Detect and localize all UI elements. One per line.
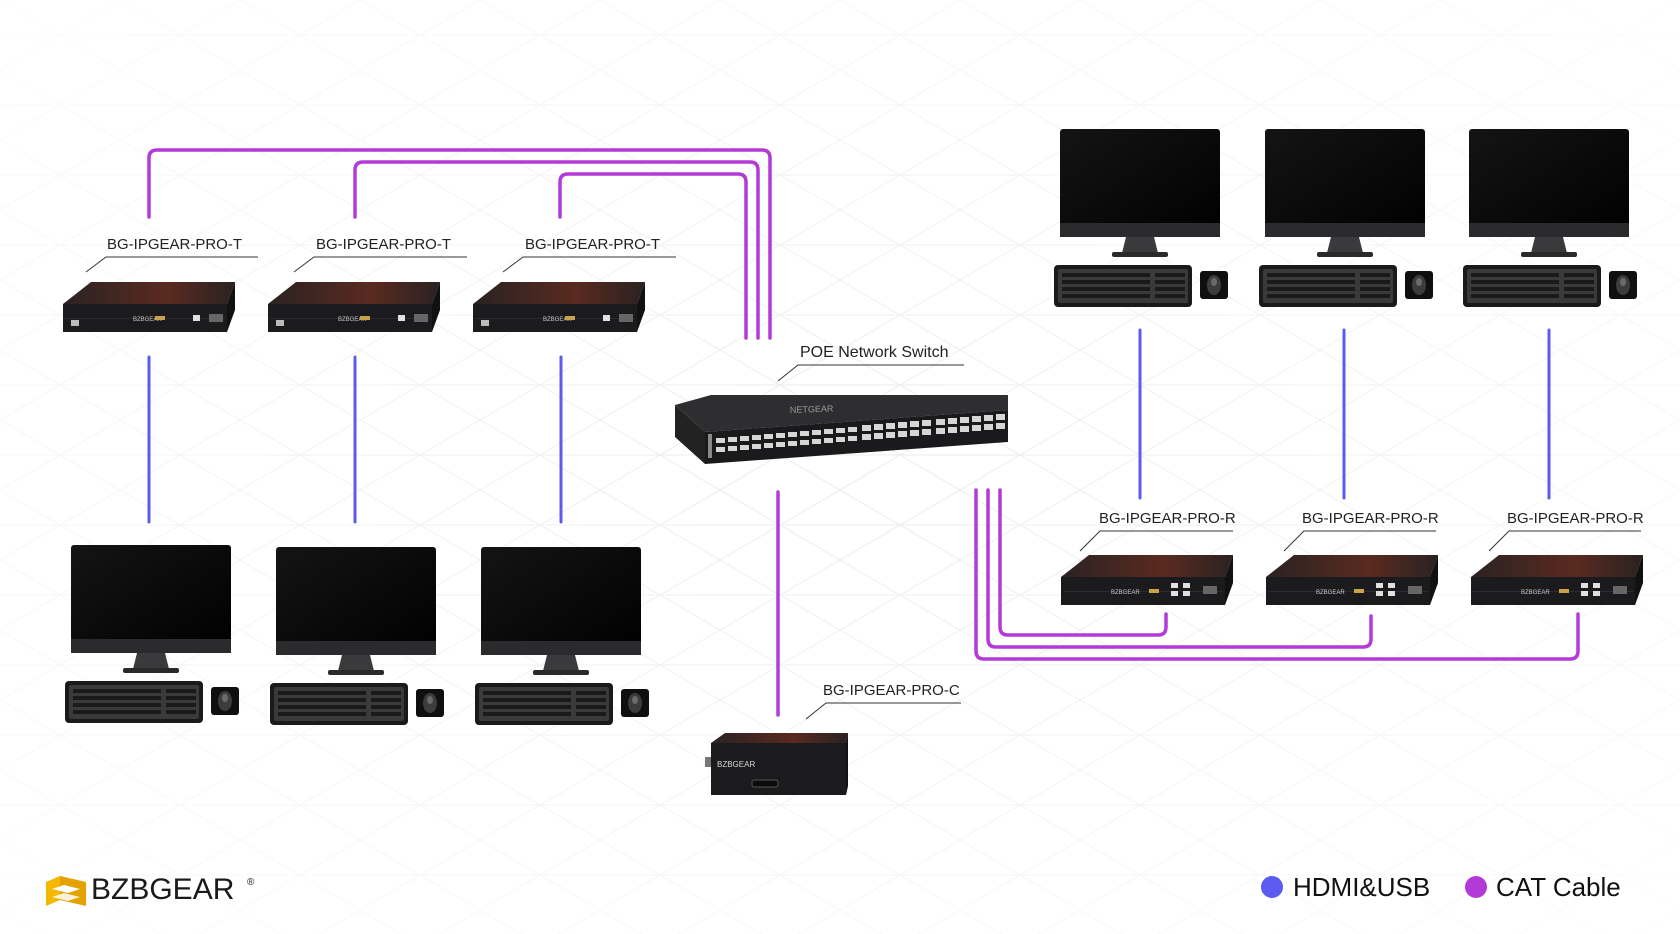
monitor-keyboard-mouse-icon <box>1054 129 1228 307</box>
switch-ports-icon <box>716 414 1005 452</box>
transmitter-3: BZBGEAR <box>473 282 645 332</box>
monitor-keyboard-mouse-icon <box>270 547 444 725</box>
usb-ports-icon <box>1581 583 1600 596</box>
serial-port-icon <box>1203 586 1217 594</box>
usb-port-icon <box>603 315 610 321</box>
cat-cable-group <box>147 148 1580 717</box>
monitor-keyboard-mouse-icon <box>1463 129 1637 307</box>
monitor-keyboard-mouse-icon <box>475 547 649 725</box>
label-leaders <box>85 256 1641 720</box>
device-brand-text: BZBGEAR <box>1521 590 1550 596</box>
cat-cable-tx2 <box>353 160 760 340</box>
workstation-rx1 <box>1054 129 1228 307</box>
legend-hdmi-usb-label: HDMI&USB <box>1293 872 1430 902</box>
hdmi-port-icon <box>1354 589 1364 593</box>
cat-cable-rx2 <box>986 488 1373 649</box>
legend: HDMI&USB CAT Cable <box>1261 872 1621 902</box>
led-icon <box>481 320 489 326</box>
device-brand-text: BZBGEAR <box>1111 590 1140 596</box>
hdmi-port-icon <box>360 316 370 320</box>
brand-logo: BZBGEAR ® <box>46 873 255 906</box>
receiver-1: BZBGEAR <box>1061 555 1233 605</box>
controller-label: BG-IPGEAR-PRO-C <box>823 682 960 699</box>
usb-port-icon <box>398 315 405 321</box>
receiver-2-label: BG-IPGEAR-PRO-R <box>1302 510 1439 527</box>
receiver-3: BZBGEAR <box>1471 555 1643 605</box>
cat-cable-tx3 <box>558 172 748 340</box>
hdmi-port-icon <box>1149 589 1159 593</box>
controller-device: BZBGEAR <box>705 733 848 795</box>
poe-network-switch: NETGEAR <box>675 395 1008 464</box>
monitor-keyboard-mouse-icon <box>65 545 239 723</box>
controller-antenna-icon <box>705 757 711 767</box>
device-brand-text: BZBGEAR <box>1316 590 1345 596</box>
workstation-tx3 <box>475 547 649 725</box>
switch-label: POE Network Switch <box>800 344 948 361</box>
brand-name: BZBGEAR <box>91 873 234 906</box>
hdmi-cable-group <box>147 328 1551 524</box>
serial-port-icon <box>414 314 428 322</box>
hdmi-port-icon <box>565 316 575 320</box>
legend-hdmi-usb-swatch <box>1261 876 1283 898</box>
transmitter-2: BZBGEAR <box>268 282 440 332</box>
receiver-2: BZBGEAR <box>1266 555 1438 605</box>
usb-port-icon <box>193 315 200 321</box>
device-brand-text: BZBGEAR <box>543 317 572 323</box>
hdmi-port-icon <box>1559 589 1569 593</box>
transmitter-1: BZBGEAR <box>63 282 235 332</box>
brand-registered-mark: ® <box>247 877 255 888</box>
hdmi-port-icon <box>155 316 165 320</box>
serial-port-icon <box>1613 586 1627 594</box>
workstation-tx1 <box>65 545 239 723</box>
receiver-1-label: BG-IPGEAR-PRO-R <box>1099 510 1236 527</box>
led-icon <box>276 320 284 326</box>
workstation-tx2 <box>270 547 444 725</box>
receiver-3-label: BG-IPGEAR-PRO-R <box>1507 510 1644 527</box>
bzbgear-logo-icon <box>46 876 86 906</box>
legend-cat-cable-label: CAT Cable <box>1496 872 1621 902</box>
cat-cable-tx1 <box>147 148 772 340</box>
legend-cat-cable-swatch <box>1465 876 1487 898</box>
transmitter-3-label: BG-IPGEAR-PRO-T <box>525 236 660 253</box>
cat-cable-rx1 <box>998 488 1168 637</box>
device-brand-text: BZBGEAR <box>338 317 367 323</box>
serial-port-icon <box>619 314 633 322</box>
transmitter-1-label: BG-IPGEAR-PRO-T <box>107 236 242 253</box>
led-icon <box>71 320 79 326</box>
workstation-rx2 <box>1259 129 1433 307</box>
transmitter-2-label: BG-IPGEAR-PRO-T <box>316 236 451 253</box>
controller-hdmi-port-icon <box>751 779 779 788</box>
usb-ports-icon <box>1376 583 1395 596</box>
workstation-rx3 <box>1463 129 1637 307</box>
device-brand-text: BZBGEAR <box>133 317 162 323</box>
switch-brand-text: NETGEAR <box>790 403 834 415</box>
monitor-keyboard-mouse-icon <box>1259 129 1433 307</box>
cat-cable-rx3 <box>974 488 1580 661</box>
serial-port-icon <box>1408 586 1422 594</box>
switch-status-leds <box>708 434 712 458</box>
controller-brand-text: BZBGEAR <box>717 760 755 769</box>
usb-ports-icon <box>1171 583 1190 596</box>
serial-port-icon <box>209 314 223 322</box>
